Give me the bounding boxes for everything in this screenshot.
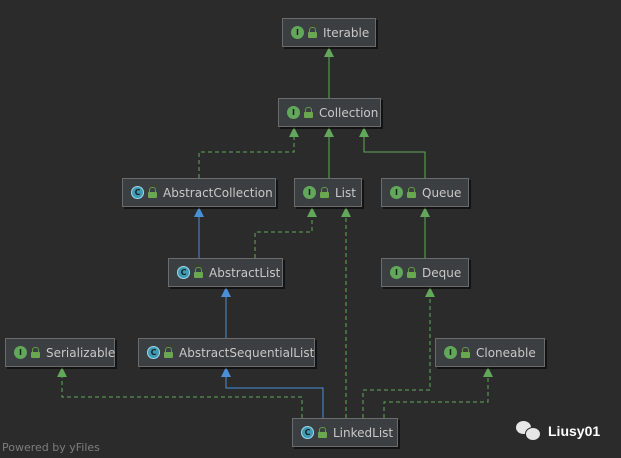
node-linked-list[interactable]: C LinkedList	[292, 418, 398, 447]
node-serializable[interactable]: I Serializable	[5, 338, 115, 367]
arrowhead-linked-list-to-serializable	[57, 367, 67, 377]
edge-linked-list-to-serializable	[61, 376, 303, 418]
public-lock-icon	[31, 347, 40, 358]
node-abstract-list[interactable]: C AbstractList	[168, 258, 283, 287]
interface-kind-icon: I	[390, 186, 403, 199]
public-lock-icon	[318, 427, 327, 438]
interface-kind-icon: I	[291, 26, 304, 39]
node-label: List	[335, 185, 356, 200]
node-cloneable[interactable]: I Cloneable	[435, 338, 545, 367]
powered-by-footer: Powered by yFiles	[2, 441, 100, 454]
node-abstract-collection[interactable]: C AbstractCollection	[122, 178, 276, 207]
arrowhead-list-to-collection	[324, 127, 334, 137]
node-label: Deque	[422, 265, 462, 280]
class-kind-icon: C	[147, 346, 160, 359]
watermark-text: Liusy01	[548, 423, 601, 439]
node-label: Serializable	[46, 345, 116, 360]
node-label: Iterable	[323, 25, 370, 40]
public-lock-icon	[407, 267, 416, 278]
arrowhead-queue-to-collection	[359, 127, 369, 137]
arrowhead-linked-list-to-list	[341, 207, 351, 217]
node-label: Cloneable	[476, 345, 536, 360]
edge-linked-list-to-abstract-sequential-list	[225, 376, 324, 418]
node-label: AbstractSequentialList	[179, 345, 315, 360]
edge-queue-to-collection	[363, 136, 426, 178]
public-lock-icon	[308, 27, 317, 38]
wechat-icon	[516, 420, 542, 442]
node-iterable[interactable]: I Iterable	[282, 18, 376, 47]
public-lock-icon	[320, 187, 329, 198]
node-label: LinkedList	[333, 425, 394, 440]
interface-kind-icon: I	[287, 106, 300, 119]
public-lock-icon	[461, 347, 470, 358]
node-label: AbstractList	[209, 265, 281, 280]
node-label: Collection	[319, 105, 379, 120]
edge-layer	[57, 47, 493, 418]
arrowhead-linked-list-to-abstract-sequential-list	[221, 367, 231, 377]
class-kind-icon: C	[301, 426, 314, 439]
public-lock-icon	[164, 347, 173, 358]
interface-kind-icon: I	[390, 266, 403, 279]
arrowhead-abstract-collection-to-collection	[289, 127, 299, 137]
public-lock-icon	[148, 187, 157, 198]
node-label: AbstractCollection	[163, 185, 273, 200]
public-lock-icon	[407, 187, 416, 198]
interface-kind-icon: I	[14, 346, 27, 359]
watermark: Liusy01	[516, 420, 600, 442]
interface-kind-icon: I	[303, 186, 316, 199]
node-queue[interactable]: I Queue	[381, 178, 469, 207]
arrowhead-abstract-list-to-abstract-collection	[194, 207, 204, 217]
node-list[interactable]: I List	[294, 178, 362, 207]
public-lock-icon	[194, 267, 203, 278]
public-lock-icon	[304, 107, 313, 118]
edge-linked-list-to-deque	[362, 296, 431, 418]
edge-abstract-list-to-list	[254, 216, 313, 258]
class-kind-icon: C	[131, 186, 144, 199]
node-label: Queue	[422, 185, 462, 200]
arrowhead-abstract-list-to-list	[307, 207, 317, 217]
node-collection[interactable]: I Collection	[278, 98, 381, 127]
arrowhead-collection-to-iterable	[324, 47, 334, 57]
interface-kind-icon: I	[444, 346, 457, 359]
class-kind-icon: C	[177, 266, 190, 279]
arrowhead-abstract-sequential-list-to-abstract-list	[221, 287, 231, 297]
arrowhead-deque-to-queue	[420, 207, 430, 217]
edge-abstract-collection-to-collection	[198, 136, 295, 178]
node-deque[interactable]: I Deque	[381, 258, 469, 287]
node-abstract-sequential-list[interactable]: C AbstractSequentialList	[138, 338, 315, 367]
arrowhead-linked-list-to-cloneable	[483, 367, 493, 377]
edge-linked-list-to-cloneable	[383, 376, 489, 418]
arrowhead-linked-list-to-deque	[425, 287, 435, 297]
